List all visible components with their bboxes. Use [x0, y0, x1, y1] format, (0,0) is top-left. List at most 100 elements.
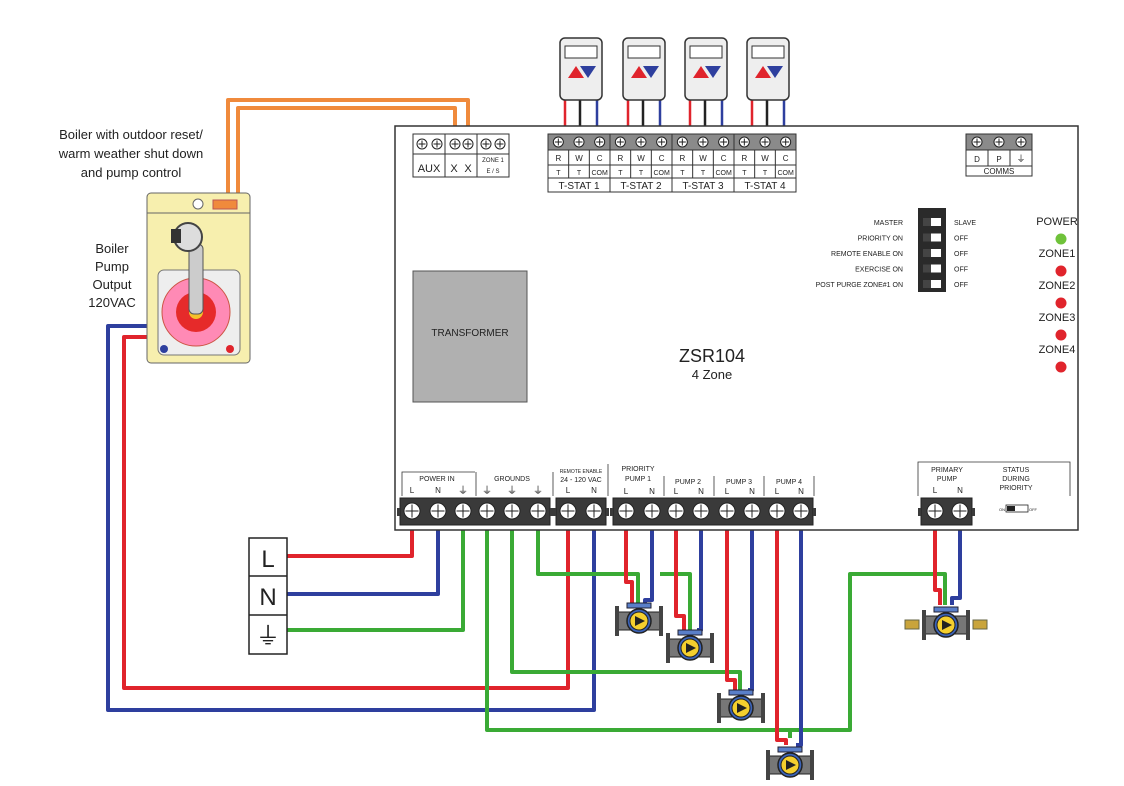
primary-pump-block-screw-2: [951, 502, 969, 520]
dip-switch-2-off-label: OFF: [954, 236, 968, 243]
primary-pump: [922, 606, 970, 640]
comms-pin-p: P: [996, 155, 1001, 164]
pump2-neutral-wire: [697, 525, 703, 632]
thermostat-3: [684, 37, 728, 101]
pump3-hot-wire: [725, 525, 737, 690]
tstat-1-screw-1: [552, 136, 564, 148]
comms-pin-d: D: [974, 155, 980, 164]
pump3-n: N: [749, 487, 755, 496]
power-ground-block: [397, 497, 553, 526]
dip-switch-2[interactable]: PRIORITY ON OFF: [858, 233, 968, 243]
primary-l: L: [933, 486, 938, 495]
down-arrow-icon: [767, 66, 783, 78]
thermostats: [559, 37, 790, 101]
power-in-ground: ⏚: [458, 485, 468, 497]
thermostat-4: [746, 37, 790, 101]
power-hot-wire: [287, 525, 414, 558]
pump1-l: L: [624, 487, 629, 496]
primary-pump-label: PUMP: [937, 476, 958, 483]
dip-switch-5[interactable]: POST PURGE ZONE#1 ON OFF: [816, 280, 968, 289]
ground-wire-pump2: [510, 525, 742, 690]
power-led-label: POWER: [1036, 216, 1078, 228]
primary-neutral-wire: [950, 525, 962, 605]
ground-symbol-1: ⏚: [482, 485, 492, 497]
comms-screw-2: [993, 136, 1005, 148]
power-neutral-wire: [287, 525, 440, 596]
boiler-output-hot-wire: [122, 335, 570, 690]
tstat-4-top-3: C: [783, 154, 789, 163]
pump-block-screw-3: [667, 502, 685, 520]
flow-arrow-icon: [686, 643, 696, 653]
pump-4: [766, 746, 814, 780]
flow-arrow-icon: [635, 616, 645, 626]
pump1-n: N: [649, 487, 655, 496]
pump3-neutral-wire: [748, 525, 754, 692]
bottom-terminal-labels: POWER IN L N ⏚ GROUNDS ⏚ ⏚ ⏚ REMOTE ENAB…: [401, 461, 1071, 513]
tstat-4-top-1: R: [741, 154, 747, 163]
pump-block-screw-2: [643, 502, 661, 520]
top-terminal-screw-5: [480, 138, 492, 150]
tstat-3-bottom-3: COM: [715, 170, 732, 177]
boiler-output-line-2: Pump: [95, 259, 129, 274]
status-switch-off: OFF: [1029, 507, 1038, 512]
ground-symbol-3: ⏚: [533, 485, 543, 497]
pump1-hot-wire: [624, 525, 634, 605]
tstat-1-bottom-2: T: [577, 170, 582, 177]
tstat-3-name: T-STAT 3: [682, 181, 724, 192]
primary-hot-wire: [933, 525, 942, 605]
pump-block-screw-5: [718, 502, 736, 520]
tstat-2-bottom-3: COM: [653, 170, 670, 177]
dip-switch-2-on-label: PRIORITY ON: [858, 236, 903, 243]
pump2-n: N: [698, 487, 704, 496]
pump-block-screw-1: [617, 502, 635, 520]
remote-enable-block-screw-2: [585, 502, 603, 520]
tstat-2-screw-2: [635, 136, 647, 148]
power-ground-block-screw-4: [478, 502, 496, 520]
boiler: [146, 192, 251, 364]
boiler-control-wire-2: [236, 106, 457, 193]
status-switch[interactable]: [1005, 504, 1029, 513]
tstat-2-top-3: C: [659, 154, 665, 163]
zone1-led-label: ZONE1: [1039, 248, 1076, 260]
flow-arrow-icon: [737, 703, 747, 713]
tstat-3-screw-3: [718, 136, 730, 148]
boiler-output-line-1: Boiler: [95, 241, 129, 256]
dip-switch-5-off-label: OFF: [954, 282, 968, 289]
power-ground-block-screw-3: [454, 502, 472, 520]
boiler-output-label: Boiler Pump Output 120VAC: [88, 241, 135, 310]
bottom-terminal-blocks: [397, 497, 975, 526]
boiler-control-wire-1: [226, 98, 470, 193]
tstat-4-top-2: W: [761, 154, 769, 163]
power-ground-block-screw-5: [503, 502, 521, 520]
remote-enable-block-screw-1: [559, 502, 577, 520]
remote-enable-label: REMOTE ENABLE: [560, 469, 603, 475]
tstat-2-bottom-2: T: [639, 170, 644, 177]
tstat-wires: [563, 100, 786, 130]
es-label: E / S: [486, 169, 499, 175]
thermostat-1: [559, 37, 603, 101]
x2-label: X: [464, 163, 472, 175]
up-arrow-icon: [631, 66, 647, 78]
power-in-n: N: [435, 486, 441, 495]
ground-wire-pump4: [485, 525, 792, 738]
remote-enable-block: [553, 497, 609, 526]
pump-block-screw-7: [768, 502, 786, 520]
pump4-n: N: [798, 487, 804, 496]
primary-pump-block: [918, 497, 975, 526]
boiler-output-neutral-wire: [106, 324, 596, 712]
dip-switch-5-on-label: POST PURGE ZONE#1 ON: [816, 282, 903, 289]
power-ground-wire: [287, 525, 465, 632]
priority-label: PRIORITY: [621, 466, 654, 473]
power-ground-block-screw-1: [403, 502, 421, 520]
ground-symbol-2: ⏚: [507, 485, 517, 497]
power-source-box: L N ⏚: [248, 537, 288, 655]
